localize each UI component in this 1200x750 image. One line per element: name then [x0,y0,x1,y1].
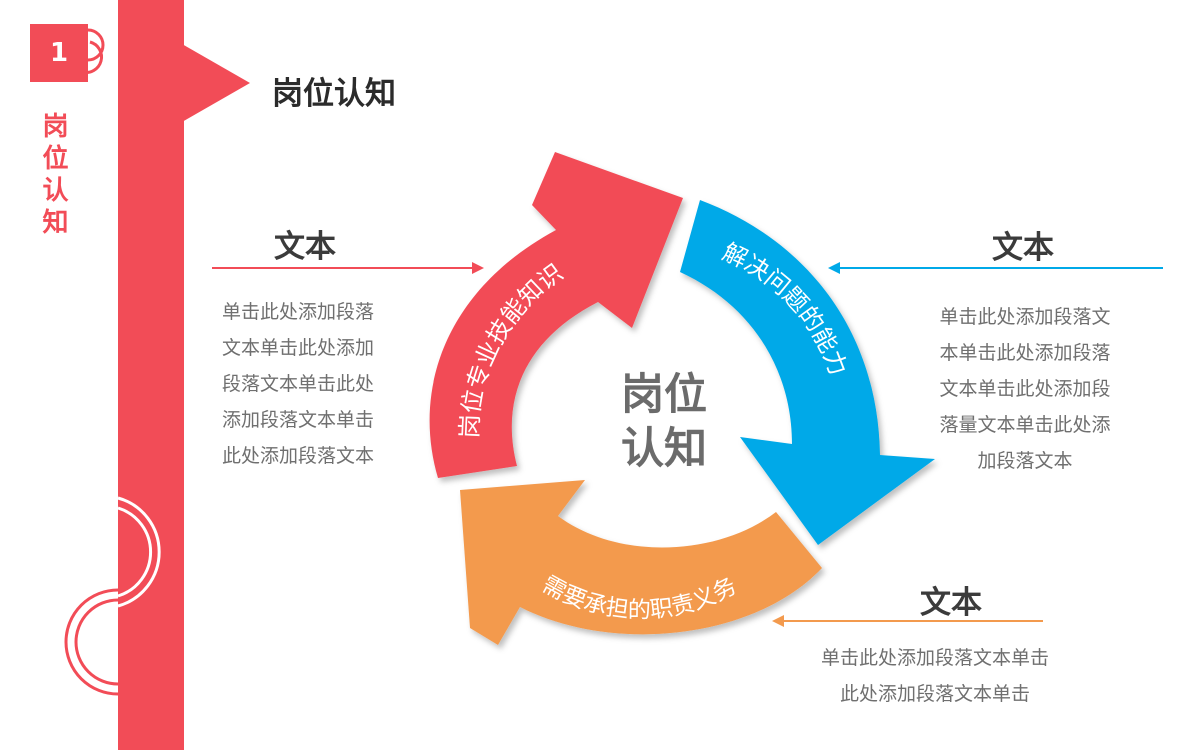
text-line: 此处添加段落文本 [222,445,375,467]
text-line: 文本单击此处添加 [222,337,375,359]
section-number: 1 [30,24,88,82]
text-line: 落量文本单击此处添 [939,414,1111,436]
text-line: 单击此处添加段落 [222,301,375,323]
side-band [118,0,184,750]
blue-arrow [680,200,935,545]
left-heading: 文本 [274,229,336,265]
bottom-body-text: 单击此处添加段落文本单击 此处添加段落文本单击 [800,640,1070,712]
orange-arrow [460,480,822,645]
left-connector [212,262,484,274]
right-heading: 文本 [992,230,1054,266]
red-arrow [429,152,683,478]
center-title: 岗位 认知 [596,368,732,476]
text-line: 加段落文本 [977,450,1073,472]
section-vertical-title: 岗位认知 [38,112,68,240]
right-connector [828,262,1163,274]
right-body-text: 单击此处添加段落文 本单击此处添加段落 文本单击此处添加段 落量文本单击此处添 … [930,299,1120,479]
center-title-line2: 认知 [621,424,707,474]
text-line: 文本单击此处添加段 [939,378,1111,400]
text-line: 单击此处添加段落文 [939,306,1111,328]
left-body-text: 单击此处添加段落 文本单击此处添加 段落文本单击此处 添加段落文本单击 此处添加… [222,294,392,474]
bottom-connector [772,615,1043,627]
band-pointer [182,44,250,122]
center-title-line1: 岗位 [621,370,707,420]
bottom-heading: 文本 [920,585,982,621]
page-title: 岗位认知 [272,76,396,112]
text-line: 段落文本单击此处 [222,373,375,395]
text-line: 此处添加段落文本单击 [839,683,1030,705]
text-line: 本单击此处添加段落 [939,342,1111,364]
text-line: 单击此处添加段落文本单击 [820,647,1049,669]
text-line: 添加段落文本单击 [222,409,375,431]
